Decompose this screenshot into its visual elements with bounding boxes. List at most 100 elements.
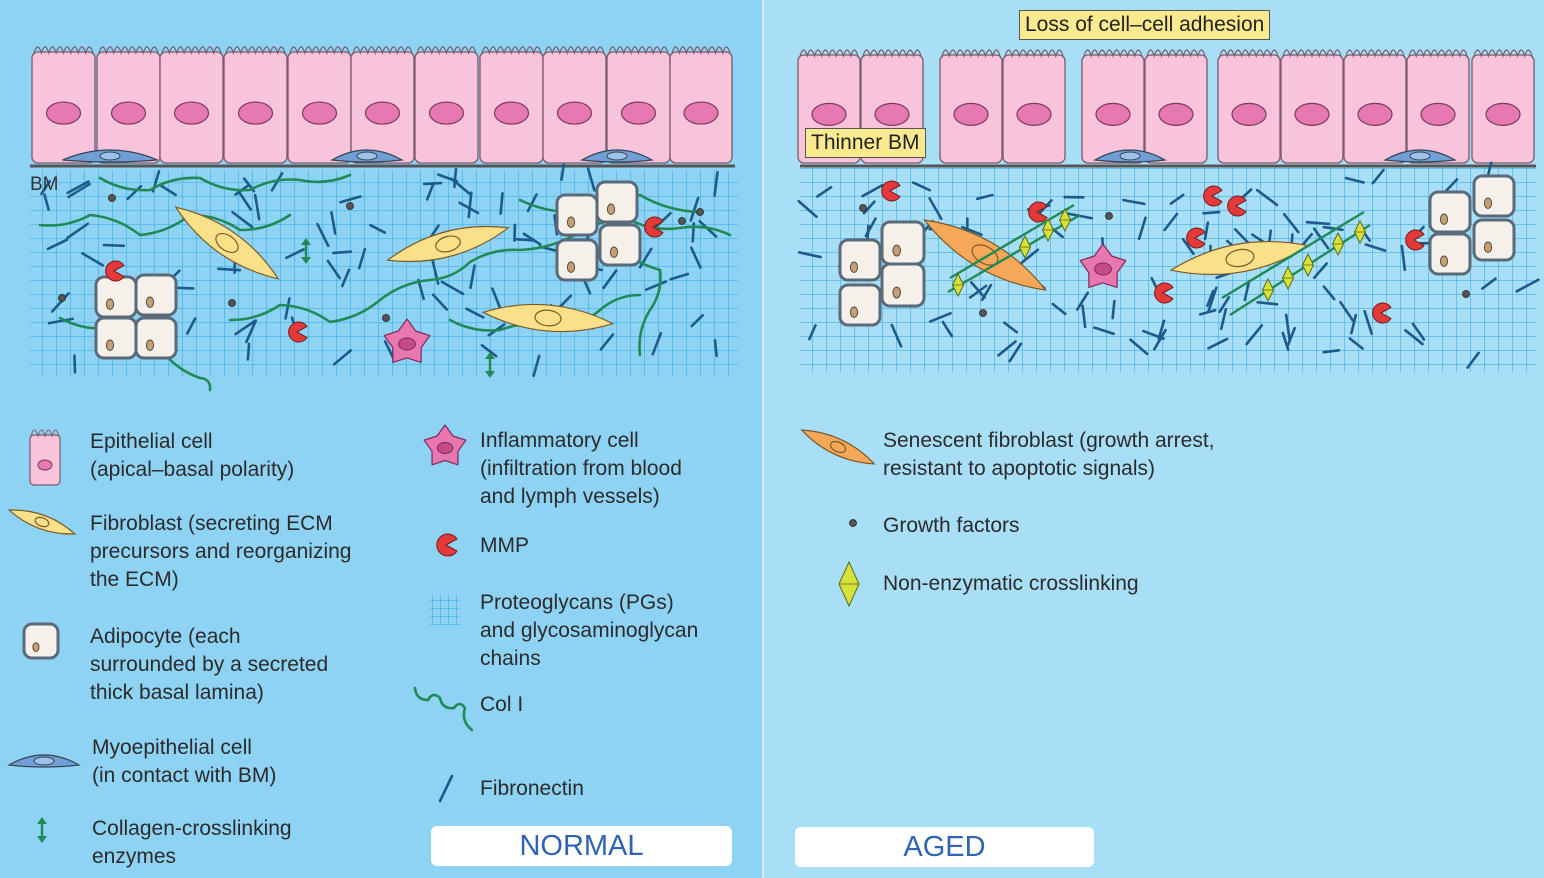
mmp xyxy=(1203,185,1223,207)
fibronectin xyxy=(1322,285,1336,301)
fibronectin xyxy=(862,200,876,215)
mmp xyxy=(881,180,901,202)
fibronectin xyxy=(465,307,485,319)
epithelial-cell xyxy=(31,46,96,164)
fibronectin xyxy=(369,223,387,234)
fibronectin xyxy=(1169,193,1185,205)
epithelial-cell xyxy=(159,46,224,164)
normal-epithelium xyxy=(31,46,733,164)
legend-non-enzymatic: Non-enzymatic crosslinking xyxy=(883,572,1139,595)
normal-label: NORMAL xyxy=(431,826,732,866)
inflammatory-cell xyxy=(1079,243,1127,288)
loss-adhesion-tag: Loss of cell–cell adhesion xyxy=(1019,10,1271,40)
fibronectin xyxy=(515,238,535,242)
fibronectin xyxy=(1466,351,1480,369)
fibronectin xyxy=(1093,326,1115,336)
adipocyte xyxy=(838,238,882,282)
epithelial-cell xyxy=(606,46,671,164)
growth-factor xyxy=(678,217,686,225)
fibronectin xyxy=(532,354,541,378)
fibronectin xyxy=(326,259,342,280)
fibronectin xyxy=(422,181,443,186)
nucleus xyxy=(173,101,210,125)
fibronectin xyxy=(651,331,663,356)
nucleus xyxy=(428,101,465,125)
fibronectin xyxy=(713,170,719,197)
fibronectin xyxy=(1344,176,1365,184)
mmp xyxy=(1405,229,1425,251)
crosslinking-enzyme xyxy=(37,817,47,843)
fibronectin xyxy=(1404,329,1424,346)
fibronectin xyxy=(1111,299,1116,320)
nucleus xyxy=(1095,102,1131,127)
nucleus xyxy=(874,102,910,127)
growth-factor xyxy=(859,204,867,212)
fibronectin xyxy=(586,167,596,192)
fibronectin xyxy=(231,210,254,229)
fibroblast xyxy=(174,206,280,280)
adipocyte xyxy=(555,238,599,282)
fibronectin xyxy=(469,264,476,290)
bm-label: BM xyxy=(30,174,59,195)
fibronectin xyxy=(1202,210,1221,215)
fibronectin-icon xyxy=(438,774,454,803)
nucleus xyxy=(683,101,719,125)
nucleus xyxy=(620,101,657,125)
adipocyte xyxy=(94,275,138,319)
fibroblast xyxy=(481,303,615,333)
epithelial-cell xyxy=(939,49,1003,164)
nucleus xyxy=(1016,102,1052,127)
fibronectin xyxy=(425,183,435,201)
legend-myoepithelial: Myoepithelial cell (in contact with BM) xyxy=(92,736,277,787)
fibronectin xyxy=(480,344,498,358)
fibronectin xyxy=(808,324,817,341)
myoepithelial-cell xyxy=(1093,149,1167,163)
fibronectin xyxy=(43,193,50,211)
fibronectin xyxy=(560,163,566,181)
fibronectin xyxy=(526,193,538,213)
nucleus xyxy=(237,101,274,125)
fibroblast-icon xyxy=(7,509,77,535)
collagen-fiber xyxy=(38,213,292,237)
fibronectin xyxy=(1002,321,1019,334)
fibronectin xyxy=(1243,279,1251,302)
fibronectin xyxy=(689,196,700,222)
epithelial-cell xyxy=(1081,49,1145,164)
growth-factor xyxy=(849,519,857,527)
growth-factor xyxy=(108,194,116,202)
fibronectin xyxy=(357,247,367,270)
fibronectin xyxy=(928,312,952,323)
nucleus xyxy=(301,101,338,125)
fibronectin xyxy=(491,287,503,313)
crosslinking-enzyme xyxy=(301,238,311,264)
fibronectin xyxy=(1322,348,1341,354)
fibronectin xyxy=(1152,328,1167,351)
fibronectin xyxy=(339,195,362,204)
legend-fibronectin: Fibronectin xyxy=(480,777,584,800)
fibronectin xyxy=(1075,291,1090,311)
collagen-fiber xyxy=(1221,210,1365,300)
legend-proteoglycans: Proteoglycans (PGs) and glycosaminoglyca… xyxy=(480,591,699,670)
fibronectin xyxy=(1400,244,1407,272)
fibronectin xyxy=(467,191,473,219)
epithelial-cell xyxy=(479,46,544,164)
fibronectin xyxy=(1017,248,1040,267)
fibronectin xyxy=(417,278,425,301)
fibronectin xyxy=(1163,212,1179,232)
fibronectin xyxy=(861,183,884,198)
fibronectin xyxy=(1371,168,1385,185)
fibronectin xyxy=(1081,304,1087,329)
fibronectin xyxy=(1348,337,1364,350)
fibronectin xyxy=(253,193,261,221)
fibronectin xyxy=(522,232,542,246)
fibronectin xyxy=(1284,313,1291,341)
fibronectin xyxy=(1219,307,1228,331)
nucleus xyxy=(45,101,82,125)
fibronectin xyxy=(1481,277,1497,290)
adipocyte xyxy=(555,193,599,237)
fibronectin xyxy=(1181,237,1195,256)
epithelial-cell xyxy=(1471,49,1535,164)
fibronectin xyxy=(67,182,91,199)
fibronectin xyxy=(66,222,90,240)
growth-factor xyxy=(979,309,987,317)
